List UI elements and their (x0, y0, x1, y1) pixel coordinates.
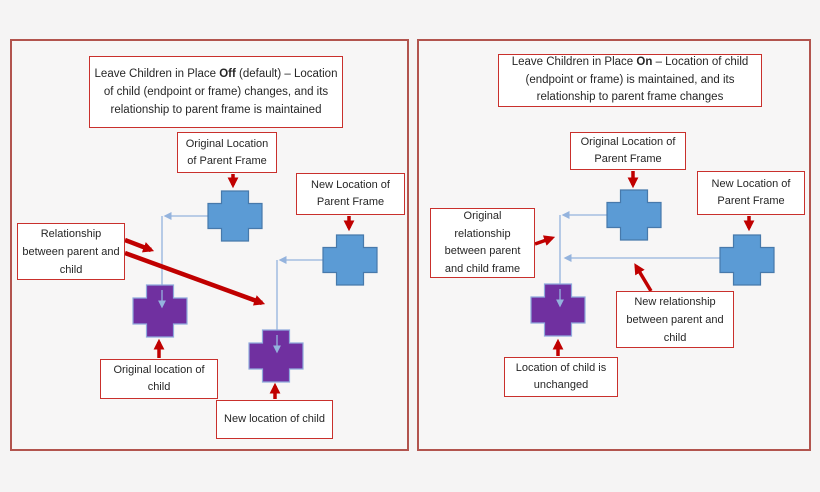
right-original-relationship-label-text: Original relationship between parent and… (444, 210, 521, 275)
right-original-relationship-label: Original relationship between parent and… (430, 208, 535, 278)
right-new-relationship-label: New relationship between parent and chil… (616, 291, 734, 348)
right-new-relationship-label-text: New relationship between parent and chil… (626, 295, 724, 344)
left-relationship-label: Relationship between parent and child (17, 223, 125, 280)
left-new-child-label: New location of child (216, 400, 333, 439)
left-relationship-label-text: Relationship between parent and child (22, 227, 120, 276)
right-title-text: Leave Children in Place On – Location of… (511, 56, 749, 104)
left-new-parent-label: New Location of Parent Frame (296, 173, 405, 215)
right-title-box: Leave Children in Place On – Location of… (498, 54, 762, 107)
left-title-text: Leave Children in Place Off (default) – … (94, 68, 338, 116)
right-original-parent-label-text: Original Location of Parent Frame (580, 136, 676, 165)
left-original-child-label: Original location of child (100, 359, 218, 399)
left-new-parent-label-text: New Location of Parent Frame (311, 179, 390, 208)
right-new-parent-label: New Location of Parent Frame (697, 171, 805, 215)
left-original-child-label-text: Original location of child (113, 364, 205, 393)
left-original-parent-label: Original Location of Parent Frame (177, 132, 277, 173)
left-original-parent-label-text: Original Location of Parent Frame (185, 137, 269, 167)
right-new-parent-label-text: New Location of Parent Frame (711, 178, 791, 207)
right-child-unchanged-label-text: Location of child is unchanged (515, 362, 607, 391)
left-title-box: Leave Children in Place Off (default) – … (89, 56, 343, 128)
right-child-unchanged-label: Location of child is unchanged (504, 357, 618, 397)
left-new-child-label-text: New location of child (224, 413, 325, 425)
right-original-parent-label: Original Location of Parent Frame (570, 132, 686, 170)
